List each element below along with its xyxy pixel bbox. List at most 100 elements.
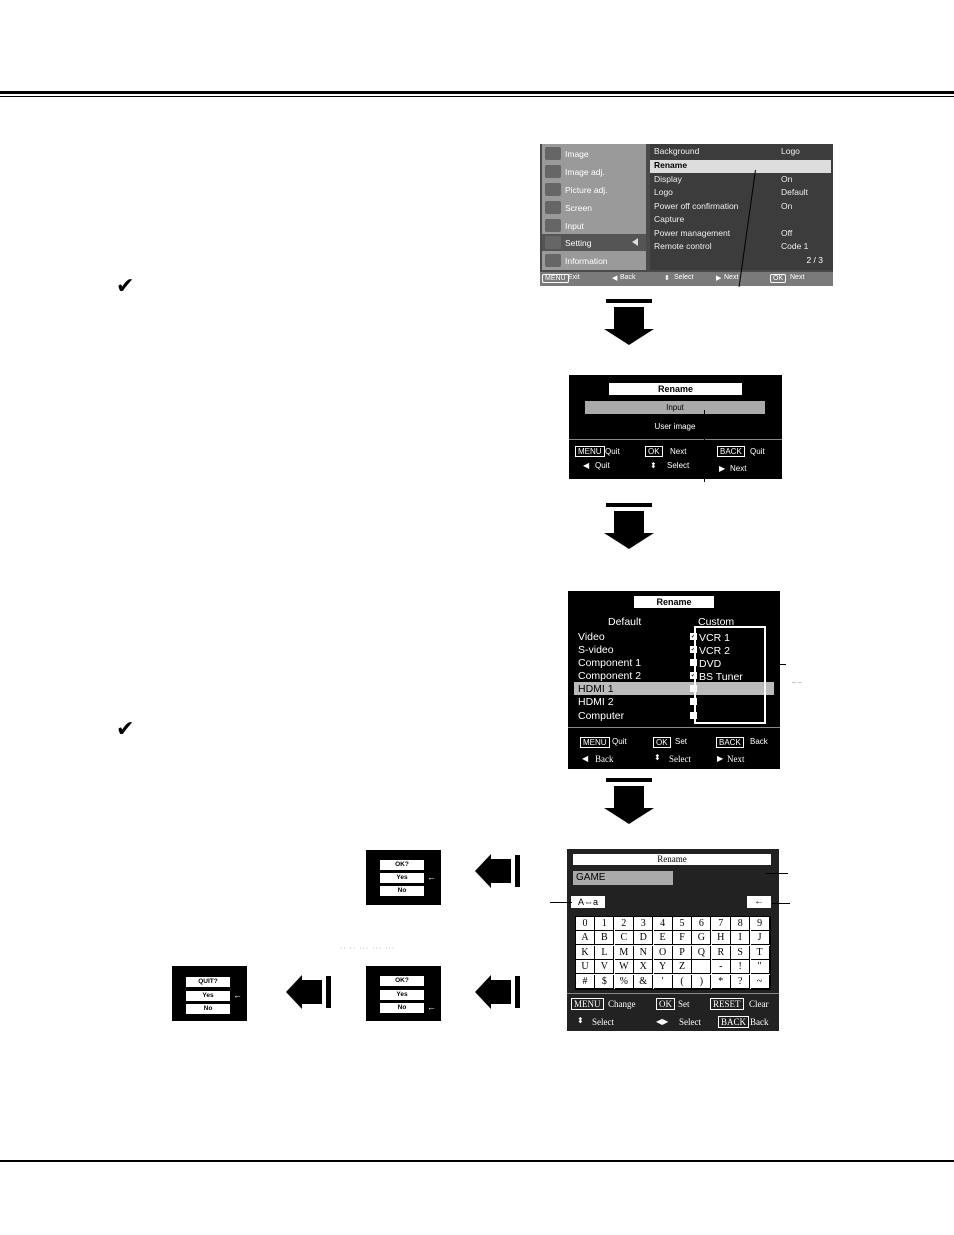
yes-button[interactable]: Yes bbox=[380, 873, 424, 883]
keyboard-key[interactable]: X bbox=[634, 960, 654, 975]
default-item-video[interactable]: Video✓ bbox=[578, 631, 697, 643]
keyboard-key[interactable] bbox=[692, 960, 712, 975]
yes-button[interactable]: Yes bbox=[186, 991, 230, 1001]
custom-item[interactable]: VCR 2 bbox=[699, 645, 730, 657]
menu-item-picture-adj[interactable]: Picture adj. bbox=[542, 181, 646, 198]
keyboard-key[interactable]: H bbox=[711, 931, 731, 946]
keyboard-key[interactable]: 8 bbox=[731, 917, 751, 931]
keyboard-key[interactable]: U bbox=[576, 960, 595, 975]
checkbox-icon[interactable]: ✓ bbox=[690, 646, 697, 653]
keyboard-key[interactable]: * bbox=[711, 974, 731, 989]
keyboard-key[interactable]: T bbox=[750, 945, 770, 960]
keyboard-key[interactable]: 3 bbox=[634, 917, 654, 931]
keyboard-key[interactable]: M bbox=[614, 945, 634, 960]
keyboard-key[interactable]: $ bbox=[595, 974, 615, 989]
no-button[interactable]: No bbox=[186, 1004, 230, 1014]
keyboard-key[interactable]: ) bbox=[692, 974, 712, 989]
custom-name-list: VCR 1 VCR 2 DVD BS Tuner bbox=[694, 626, 766, 724]
keyboard-key[interactable]: ? bbox=[731, 974, 751, 989]
keyboard-key[interactable]: W bbox=[614, 960, 634, 975]
keyboard-key[interactable]: K bbox=[576, 945, 595, 960]
checkbox-icon[interactable]: ✓ bbox=[690, 672, 697, 679]
keyboard-key[interactable]: # bbox=[576, 974, 595, 989]
keyboard-key[interactable]: - bbox=[711, 960, 731, 975]
ok-key: OK bbox=[645, 446, 663, 457]
default-item-component-2[interactable]: Component 2✓ bbox=[578, 670, 697, 682]
keyboard-key[interactable]: 2 bbox=[614, 917, 634, 931]
keyboard-key[interactable]: ! bbox=[731, 960, 751, 975]
keyboard-key[interactable]: V bbox=[595, 960, 615, 975]
keyboard-key[interactable]: D bbox=[634, 931, 654, 946]
menu-item-input[interactable]: Input bbox=[542, 217, 646, 234]
keyboard-key[interactable]: R bbox=[711, 945, 731, 960]
keyboard-key[interactable]: F bbox=[673, 931, 692, 946]
default-item-s-video[interactable]: S-video✓ bbox=[578, 644, 697, 656]
default-item-component-1[interactable]: Component 1 bbox=[578, 657, 697, 670]
keyboard-key[interactable]: 5 bbox=[673, 917, 692, 931]
keyboard-key[interactable]: 0 bbox=[576, 917, 595, 931]
keyboard-key[interactable]: " bbox=[750, 960, 770, 975]
custom-item[interactable]: DVD bbox=[699, 658, 722, 670]
keyboard-key[interactable]: P bbox=[673, 945, 692, 960]
default-item-computer[interactable]: Computer bbox=[578, 710, 697, 723]
keyboard-key[interactable]: N bbox=[634, 945, 654, 960]
menu-item-information[interactable]: Information bbox=[542, 252, 646, 269]
no-button[interactable]: No bbox=[380, 886, 424, 896]
checkbox-icon[interactable] bbox=[690, 698, 697, 705]
no-button[interactable]: No bbox=[380, 1003, 424, 1013]
right-arrow-icon: ▶ bbox=[716, 275, 722, 282]
checkbox-icon[interactable] bbox=[690, 659, 697, 666]
keyboard-key[interactable]: Y bbox=[653, 960, 673, 975]
keyboard-key[interactable]: E bbox=[653, 931, 673, 946]
keyboard-key[interactable]: ( bbox=[673, 974, 692, 989]
menu-item-image[interactable]: Image bbox=[542, 145, 646, 162]
checkbox-icon[interactable]: ✓ bbox=[690, 633, 697, 640]
keyboard-key[interactable]: & bbox=[634, 974, 654, 989]
yes-button[interactable]: Yes bbox=[380, 990, 424, 1000]
default-item-hdmi-1[interactable]: HDMI 1 bbox=[578, 683, 697, 696]
default-item-hdmi-2[interactable]: HDMI 2 bbox=[578, 696, 697, 709]
backspace-button[interactable]: ← bbox=[747, 896, 771, 908]
keyboard-key[interactable]: O bbox=[653, 945, 673, 960]
keyboard-key[interactable]: Z bbox=[673, 960, 692, 975]
checkbox-icon[interactable] bbox=[690, 712, 697, 719]
keyboard-key[interactable]: 4 bbox=[653, 917, 673, 931]
keyboard-key[interactable]: C bbox=[614, 931, 634, 946]
option-rename[interactable]: Rename bbox=[650, 160, 831, 173]
menu-item-image-adj[interactable]: Image adj. bbox=[542, 163, 646, 180]
checkbox-icon[interactable] bbox=[690, 685, 697, 692]
name-input[interactable]: GAME bbox=[573, 871, 673, 885]
custom-item[interactable]: VCR 1 bbox=[699, 632, 730, 644]
menu-item-setting[interactable]: Setting bbox=[542, 234, 646, 251]
keyboard-key[interactable]: 6 bbox=[692, 917, 712, 931]
option-user-image[interactable]: User image bbox=[654, 422, 696, 431]
keyboard-key[interactable]: 9 bbox=[750, 917, 770, 931]
keyboard-key[interactable]: % bbox=[614, 974, 634, 989]
keyboard-key[interactable]: G bbox=[692, 931, 712, 946]
keyboard-key[interactable]: J bbox=[750, 931, 770, 946]
custom-item[interactable]: BS Tuner bbox=[699, 671, 743, 683]
option-input[interactable]: Input bbox=[585, 401, 765, 414]
option-capture[interactable]: Capture bbox=[654, 214, 685, 224]
keyboard-key[interactable]: A bbox=[576, 931, 595, 946]
keyboard-key[interactable]: S bbox=[731, 945, 751, 960]
case-toggle-button[interactable]: A⇔a bbox=[571, 896, 605, 908]
right-arrow-icon: ▶ bbox=[719, 464, 726, 473]
menu-item-screen[interactable]: Screen bbox=[542, 199, 646, 216]
keyboard-key[interactable]: I bbox=[731, 931, 751, 946]
left-back-label: Back bbox=[595, 754, 614, 764]
keyboard-key[interactable]: B bbox=[595, 931, 615, 946]
keyboard-key[interactable]: 7 bbox=[711, 917, 731, 931]
keyboard-key[interactable]: L bbox=[595, 945, 615, 960]
keyboard-key[interactable]: 1 bbox=[595, 917, 615, 931]
keyboard-key[interactable]: ~ bbox=[750, 974, 770, 989]
keyboard-key[interactable]: ' bbox=[653, 974, 673, 989]
keyboard-key[interactable]: Q bbox=[692, 945, 712, 960]
